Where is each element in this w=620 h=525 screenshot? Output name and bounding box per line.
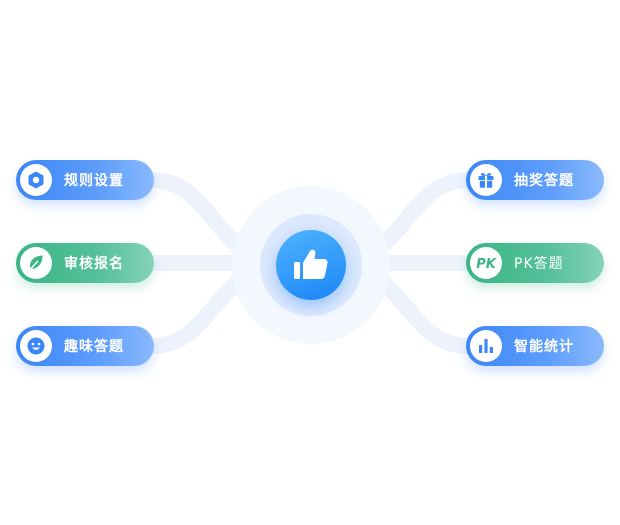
smart-stats-button[interactable]: 智能统计	[466, 326, 604, 366]
bar-chart-icon	[479, 339, 493, 353]
review-signup-label: 审核报名	[64, 256, 124, 272]
thumbs-up-icon	[294, 249, 328, 279]
stats-icon-badge	[470, 330, 502, 362]
pk-quiz-button[interactable]: PK PK答题	[466, 243, 604, 283]
hub-button[interactable]	[276, 230, 346, 300]
fun-quiz-label: 趣味答题	[64, 339, 124, 355]
pk-icon-text: PK	[476, 257, 497, 272]
leaf-icon	[28, 255, 43, 272]
fun-quiz-button[interactable]: 趣味答题	[16, 326, 154, 366]
smiley-icon	[27, 337, 45, 355]
hexagon-nut-icon	[28, 171, 44, 189]
review-signup-button[interactable]: 审核报名	[16, 243, 154, 283]
lottery-icon-badge	[470, 164, 502, 196]
pk-icon: PK	[476, 257, 497, 272]
pk-icon-badge: PK	[470, 247, 502, 279]
gift-icon	[478, 173, 494, 188]
rules-icon-badge	[20, 164, 52, 196]
rules-settings-button[interactable]: 规则设置	[16, 160, 154, 200]
pk-quiz-label: PK答题	[514, 256, 564, 272]
review-icon-badge	[20, 247, 52, 279]
lottery-quiz-label: 抽奖答题	[514, 173, 574, 189]
fun-icon-badge	[20, 330, 52, 362]
lottery-quiz-button[interactable]: 抽奖答题	[466, 160, 604, 200]
smart-stats-label: 智能统计	[514, 339, 574, 355]
rules-settings-label: 规则设置	[64, 173, 124, 189]
